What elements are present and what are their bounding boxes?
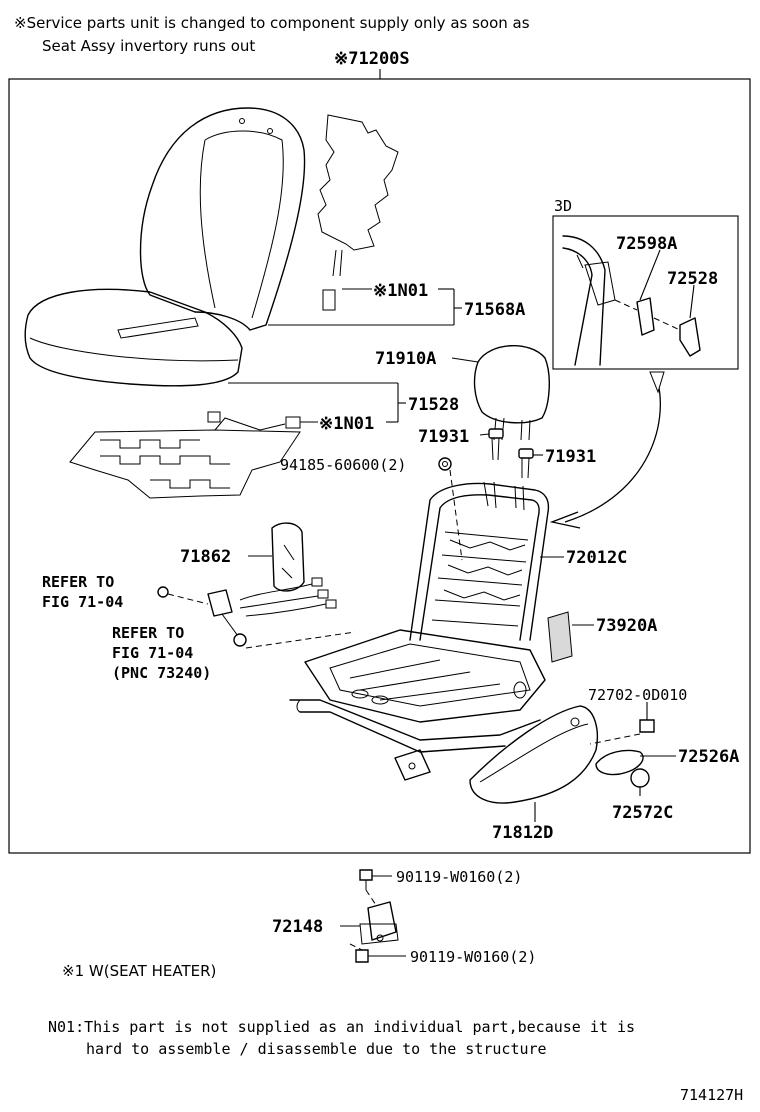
part-72702-0D010[interactable]: 72702-0D010 bbox=[588, 686, 687, 704]
side-shield-71812D[interactable] bbox=[469, 705, 598, 804]
part-71931-b[interactable]: 71931 bbox=[545, 447, 596, 467]
part-71528[interactable]: 71528 bbox=[408, 395, 459, 415]
part-72528[interactable]: 72528 bbox=[667, 269, 718, 289]
headrest-support-left[interactable] bbox=[488, 428, 504, 461]
refer2-line3[interactable]: (PNC 73240) bbox=[112, 664, 211, 682]
assembly-frame bbox=[8, 78, 751, 854]
headrest-support-right[interactable] bbox=[518, 448, 534, 479]
inset-arrow bbox=[564, 371, 661, 523]
screw-72702[interactable] bbox=[639, 719, 655, 733]
bolt-refer[interactable] bbox=[157, 586, 209, 605]
bracket-72148[interactable] bbox=[359, 901, 399, 945]
part-71910A[interactable]: 71910A bbox=[375, 349, 436, 369]
assembly-number[interactable]: ※71200S bbox=[334, 49, 410, 69]
part-72012C[interactable]: 72012C bbox=[566, 548, 627, 568]
seat-cushion-cover[interactable] bbox=[24, 288, 243, 387]
back-heater-element[interactable] bbox=[317, 114, 399, 311]
part-71862-cover[interactable] bbox=[271, 522, 305, 592]
footnote-n01-line1: N01:This part is not supplied as an indi… bbox=[48, 1018, 635, 1036]
bolt-90119-a[interactable] bbox=[359, 869, 373, 890]
footnote-n01-line2: hard to assemble / disassemble due to th… bbox=[86, 1040, 547, 1058]
n01-cushion-label: ※1N01 bbox=[319, 414, 374, 434]
inset-3d-label: 3D bbox=[554, 197, 572, 215]
part-90119-W0160-a[interactable]: 90119-W0160(2) bbox=[396, 868, 522, 886]
part-72598A-clip[interactable] bbox=[636, 297, 655, 336]
part-71812D[interactable]: 71812D bbox=[492, 823, 553, 843]
part-72148[interactable]: 72148 bbox=[272, 917, 323, 937]
refer2-line2[interactable]: FIG 71-04 bbox=[112, 644, 193, 662]
refer1-line1[interactable]: REFER TO bbox=[42, 573, 114, 591]
cushion-heater-element[interactable] bbox=[69, 411, 301, 499]
seat-frame-72012C[interactable] bbox=[289, 481, 550, 781]
nut-94185[interactable] bbox=[438, 457, 452, 471]
lever-72526A[interactable] bbox=[595, 749, 644, 776]
refer1-line2[interactable]: FIG 71-04 bbox=[42, 593, 123, 611]
inset-3d-frame bbox=[552, 215, 739, 370]
figure-id: 714127H bbox=[680, 1086, 743, 1104]
seat-back-cover[interactable] bbox=[139, 107, 306, 331]
belt-guide-assembly[interactable] bbox=[562, 235, 616, 366]
part-90119-W0160-b[interactable]: 90119-W0160(2) bbox=[410, 948, 536, 966]
wire-harness[interactable] bbox=[239, 577, 337, 617]
n01-back-label: ※1N01 bbox=[373, 281, 428, 301]
part-94185-60600[interactable]: 94185-60600(2) bbox=[280, 456, 406, 474]
footnote-seat-heater: ※1 W(SEAT HEATER) bbox=[62, 962, 216, 980]
part-72528-cover[interactable] bbox=[679, 317, 701, 357]
header-note-line1: ※Service parts unit is changed to compon… bbox=[14, 14, 530, 32]
part-73920A-pad[interactable] bbox=[547, 611, 573, 663]
seat-belt-buckle[interactable] bbox=[207, 589, 247, 647]
part-71931-a[interactable]: 71931 bbox=[418, 427, 469, 447]
part-72526A[interactable]: 72526A bbox=[678, 747, 739, 767]
part-71862[interactable]: 71862 bbox=[180, 547, 231, 567]
knob-72572C[interactable] bbox=[630, 768, 650, 788]
part-73920A[interactable]: 73920A bbox=[596, 616, 657, 636]
headrest[interactable] bbox=[473, 345, 550, 441]
part-71568A[interactable]: 71568A bbox=[464, 300, 525, 320]
bolt-90119-b[interactable] bbox=[355, 949, 369, 963]
refer2-line1[interactable]: REFER TO bbox=[112, 624, 184, 642]
part-72572C[interactable]: 72572C bbox=[612, 803, 673, 823]
header-note-line2: Seat Assy invertory runs out bbox=[42, 37, 255, 55]
part-72598A[interactable]: 72598A bbox=[616, 234, 677, 254]
